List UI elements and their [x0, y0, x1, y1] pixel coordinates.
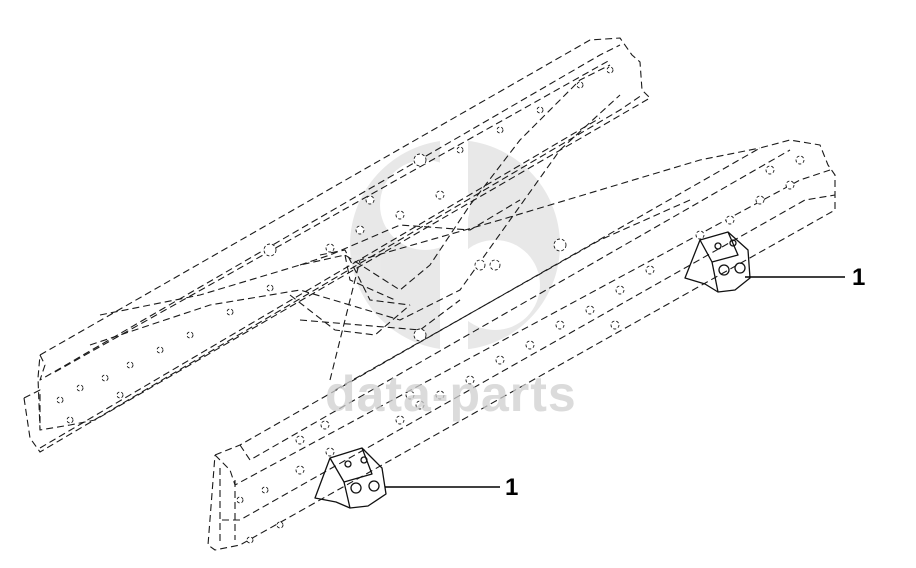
callout-label-left: 1	[505, 474, 519, 501]
upper-rail-holes	[56, 66, 614, 424]
lower-frame-rail	[207, 139, 836, 551]
callout-label-right: 1	[852, 264, 866, 291]
watermark-text: data-parts	[325, 366, 577, 422]
lower-rail-holes	[236, 155, 805, 544]
bracket-right	[684, 231, 751, 293]
upper-frame-rail	[23, 37, 651, 453]
cross-member	[89, 64, 621, 346]
watermark-logo	[350, 130, 560, 360]
bracket-left	[314, 447, 387, 509]
